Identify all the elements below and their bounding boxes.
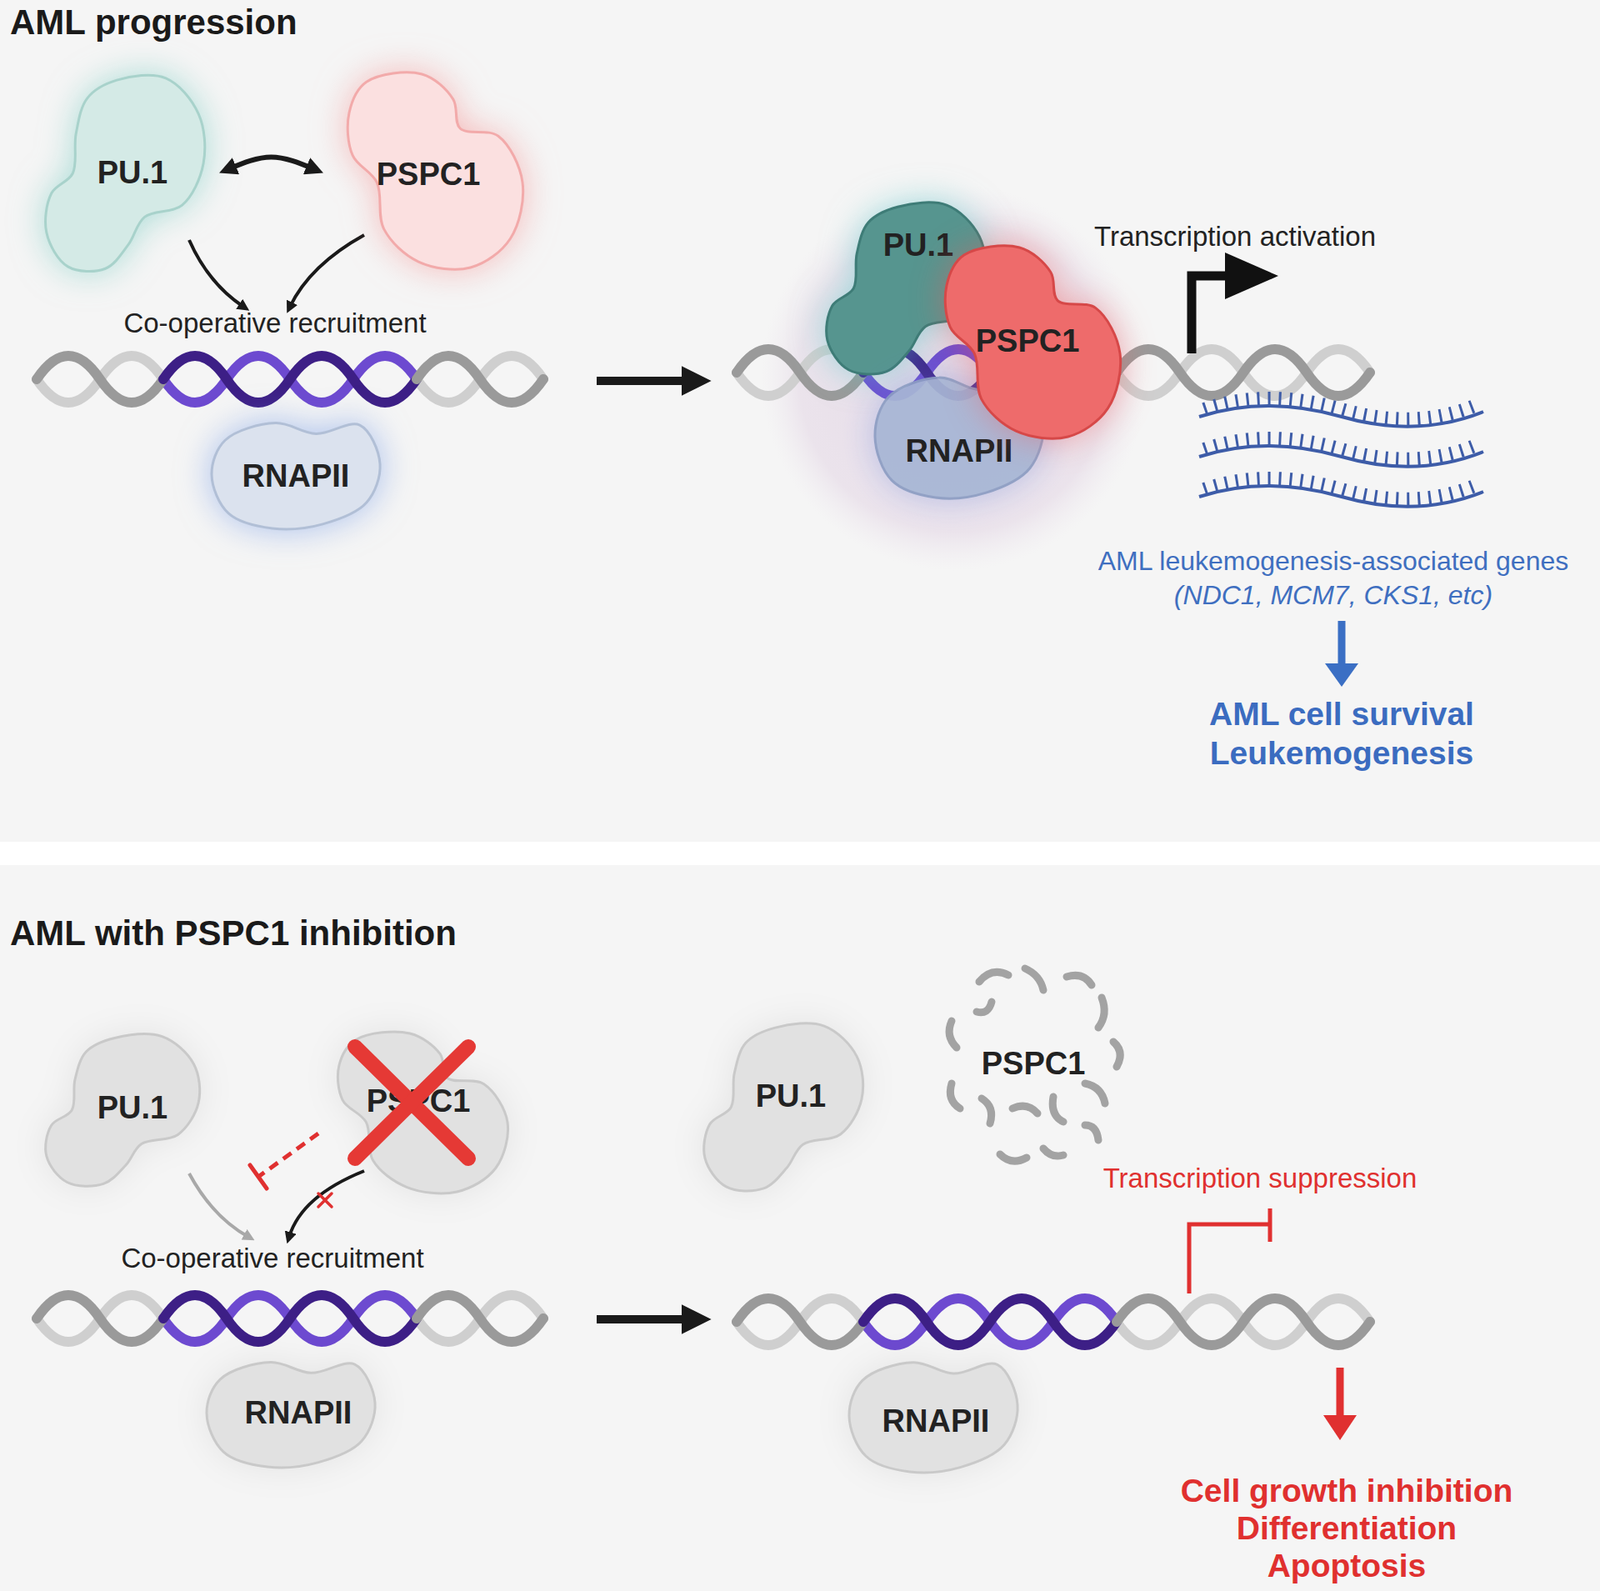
protein-name: PU.1 <box>883 228 954 264</box>
fragment <box>949 1020 957 1048</box>
protein-name: RNAPII <box>245 1395 353 1431</box>
cross-stroke <box>355 1046 469 1159</box>
panel-title: AML with PSPC1 inhibition <box>10 913 457 954</box>
cross-stroke <box>355 1046 469 1159</box>
fragment <box>1085 1083 1105 1104</box>
fragment <box>1098 997 1105 1028</box>
fragment <box>1052 1096 1064 1122</box>
process-label: Co-operative recruitment <box>120 1242 424 1275</box>
process-label: Transcription activation <box>1094 220 1376 253</box>
degraded-fragments <box>949 968 1120 1161</box>
fragment <box>1066 975 1092 985</box>
outcome-label: AML cell survival Leukemogenesis <box>1191 694 1492 773</box>
degraded-protein: PSPC1 <box>938 959 1133 1174</box>
fragment <box>1025 968 1044 990</box>
outcome-arrow <box>1338 620 1346 667</box>
protein-name: PU.1 <box>97 155 168 191</box>
fragment <box>981 1098 992 1124</box>
protein-blob: RNAPII <box>846 1357 1020 1475</box>
blob-shape <box>704 1023 864 1191</box>
protein-name: PSPC1 <box>376 157 481 193</box>
process-label: Transcription suppression <box>1103 1162 1418 1195</box>
fragment <box>979 971 1009 982</box>
step-arrow <box>596 376 694 385</box>
protein-blob: PSPC1 <box>944 245 1123 440</box>
protein-blob: PU.1 <box>40 1030 205 1190</box>
fragment <box>950 1083 960 1109</box>
protein-blob: RNAPII <box>204 1357 378 1470</box>
protein-name: RNAPII <box>905 434 1014 470</box>
gene-label: AML leukemogenesis-associated genes <box>1098 545 1569 577</box>
blob-shape <box>206 1362 375 1468</box>
blob-shape <box>337 1031 508 1194</box>
fragment <box>1043 1148 1064 1156</box>
complex-halo <box>760 184 1148 571</box>
protein-blob: PU.1 <box>40 71 210 275</box>
connector-layer <box>229 157 314 170</box>
blob-shape <box>211 423 380 530</box>
process-label: Co-operative recruitment <box>123 307 426 340</box>
blob-shape <box>347 72 523 270</box>
outcome-label: Cell growth inhibition Differentiation A… <box>1167 1471 1526 1585</box>
fragment <box>1085 1125 1099 1140</box>
gene-list: (NDC1, MCM7, CKS1, etc) <box>1174 580 1493 611</box>
protein-blob: PU.1 <box>699 1020 868 1195</box>
protein-name: PU.1 <box>755 1079 826 1115</box>
fragment <box>976 1001 992 1013</box>
protein-name: PSPC1 <box>366 1084 471 1120</box>
protein-name: PSPC1 <box>981 1046 1086 1082</box>
step-arrow <box>596 1315 694 1324</box>
outcome-arrow <box>1336 1367 1345 1419</box>
protein-name: PSPC1 <box>975 324 1080 360</box>
interaction-arrow <box>229 157 314 170</box>
protein-blob: PSPC1 <box>346 71 525 270</box>
protein-name: PU.1 <box>97 1090 168 1126</box>
blob-shape <box>45 1034 200 1186</box>
inhibition-cross <box>355 1046 469 1159</box>
fragment <box>1000 1154 1027 1161</box>
blob-shape <box>875 377 1044 499</box>
protein-name: RNAPII <box>242 459 350 495</box>
protein-blob: RNAPII <box>209 418 383 531</box>
fragment <box>1012 1105 1038 1114</box>
blob-shape <box>45 75 205 271</box>
panel-title: AML progression <box>10 2 298 43</box>
protein-blob: PSPC1 <box>336 1030 510 1195</box>
blocked-bar <box>1268 1208 1273 1242</box>
fragment <box>1113 1041 1120 1067</box>
blob-shape <box>849 1362 1018 1473</box>
protein-name: RNAPII <box>882 1404 990 1440</box>
